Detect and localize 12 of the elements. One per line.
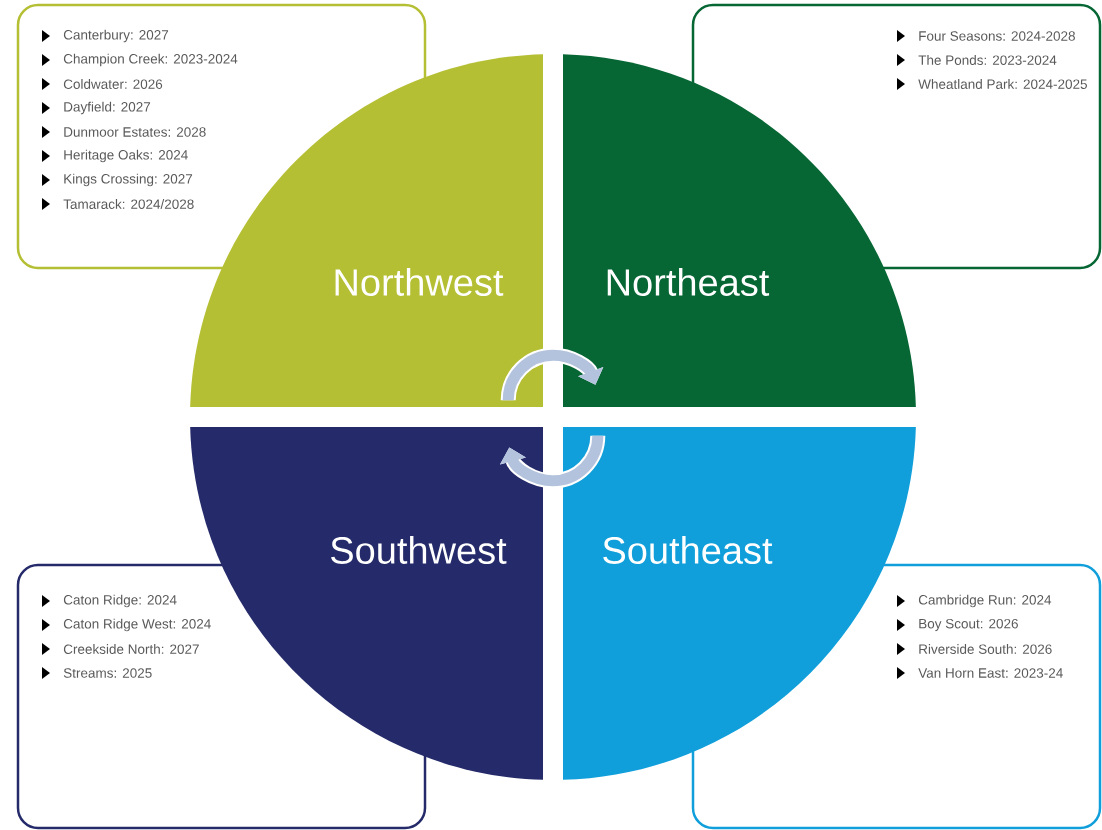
curved-arrow <box>500 347 604 401</box>
bullet-item: Caton Ridge: 2024 <box>42 594 177 608</box>
bullet-item: Dayfield: 2027 <box>42 101 151 115</box>
quadrant-wedge: Northeast <box>563 54 916 407</box>
quadrant-wedge: Southeast <box>563 427 916 780</box>
bullet-item: Streams: 2025 <box>42 667 152 679</box>
bullet-item: Four Seasons: 2024-2028 <box>897 30 1075 42</box>
bullet-item: Kings Crossing: 2027 <box>42 173 193 187</box>
bullet-item: Canterbury: 2027 <box>42 29 169 43</box>
curved-arrow <box>500 435 606 489</box>
bullet-item: Coldwater: 2026 <box>42 78 163 90</box>
bullet-item: Heritage Oaks: 2024 <box>42 149 188 163</box>
